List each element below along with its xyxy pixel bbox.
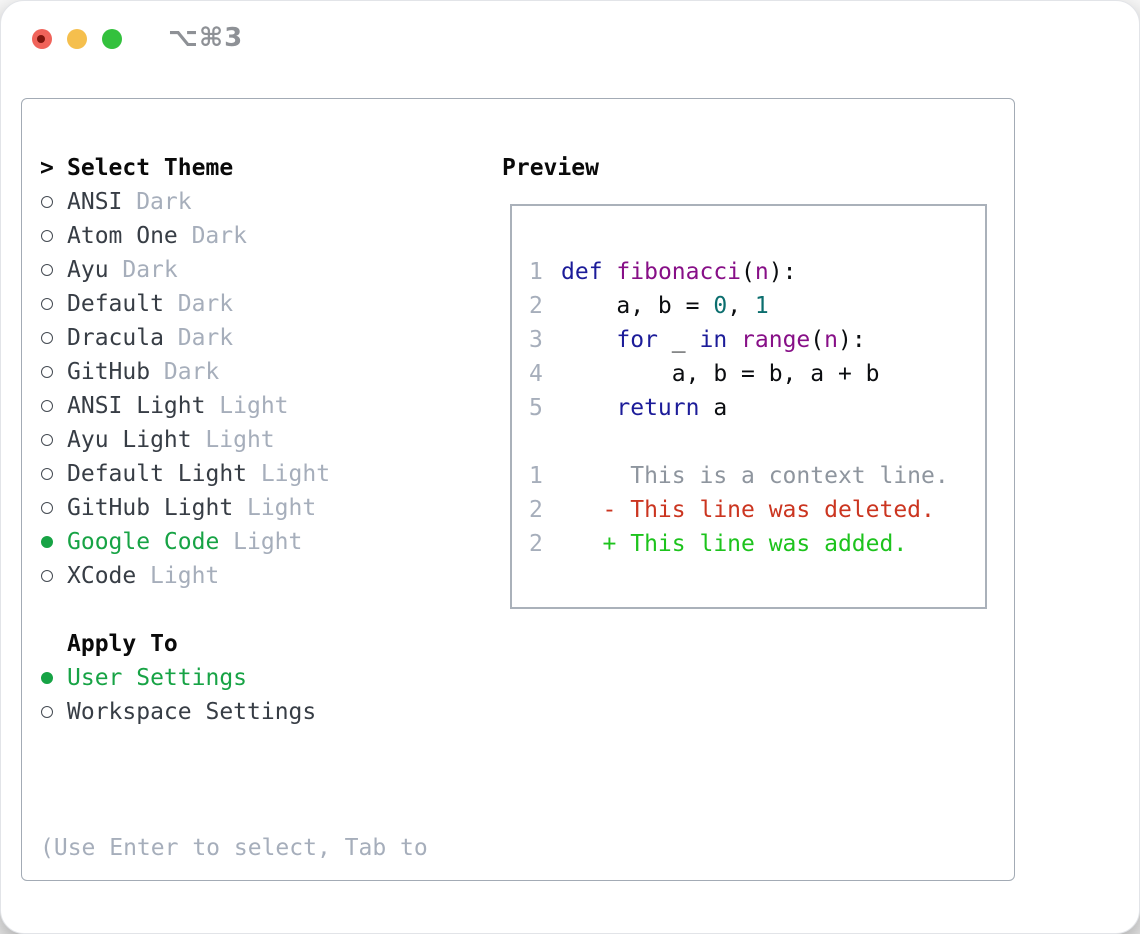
line-number: 5: [529, 395, 543, 421]
theme-variant-tag: Light: [219, 393, 289, 419]
theme-option[interactable]: GitHub Dark: [40, 355, 428, 389]
code-line: 4 a, b = b, a + b: [529, 361, 880, 387]
help-text: (Use Enter to select, Tab to change focu…: [40, 763, 428, 933]
apply-to-header: Apply To: [40, 627, 428, 661]
theme-option[interactable]: XCode Light: [40, 559, 428, 593]
line-number: 2: [529, 497, 543, 523]
theme-list-header: > Select Theme: [40, 151, 428, 185]
apply-to-title: Apply To: [67, 631, 178, 657]
theme-variant-tag: Dark: [191, 223, 247, 249]
radio-icon: [41, 196, 53, 208]
theme-variant-tag: Light: [246, 495, 317, 521]
apply-to-option[interactable]: Workspace Settings: [40, 695, 428, 729]
theme-option-label: ANSI Light: [67, 393, 206, 419]
code-line: 2 + This line was added.: [529, 531, 908, 557]
theme-option-label: Google Code: [67, 529, 220, 555]
line-number: 2: [529, 293, 543, 319]
radio-selected-icon: [41, 672, 53, 684]
spacer: [40, 593, 428, 627]
window-title: ⌥⌘3: [168, 23, 244, 53]
radio-icon: [41, 570, 53, 582]
radio-icon: [41, 264, 53, 276]
theme-variant-tag: Dark: [136, 189, 192, 215]
line-number: 4: [529, 361, 543, 387]
theme-variant-tag: Light: [205, 427, 275, 453]
code-line: 5 return a: [529, 395, 728, 421]
radio-icon: [41, 468, 53, 480]
theme-option-label: Dracula: [67, 325, 164, 351]
theme-option[interactable]: GitHub Light Light: [40, 491, 428, 525]
theme-option[interactable]: Default Dark: [40, 287, 428, 321]
zoom-button[interactable]: [102, 29, 122, 49]
theme-option[interactable]: Atom One Dark: [40, 219, 428, 253]
theme-variant-tag: Light: [150, 563, 220, 589]
spacer: [40, 729, 428, 763]
radio-icon: [41, 502, 53, 514]
theme-option-label: Default Light: [67, 461, 248, 487]
radio-icon: [41, 230, 53, 242]
theme-option[interactable]: Ayu Dark: [40, 253, 428, 287]
theme-variant-tag: Light: [233, 529, 303, 555]
close-button[interactable]: [32, 29, 52, 49]
minimize-button[interactable]: [67, 29, 87, 49]
code-line: 2 - This line was deleted.: [529, 497, 935, 523]
apply-to-option-label: User Settings: [67, 665, 248, 691]
theme-variant-tag: Light: [260, 461, 331, 487]
theme-option[interactable]: Dracula Dark: [40, 321, 428, 355]
apply-to-option-label: Workspace Settings: [67, 699, 317, 725]
theme-variant-tag: Dark: [122, 257, 178, 283]
theme-option-label: GitHub Light: [67, 495, 234, 521]
theme-option-label: Atom One: [67, 223, 178, 249]
theme-variant-tag: Dark: [177, 325, 234, 351]
radio-icon: [41, 400, 53, 412]
help-text-line1: (Use Enter to select, Tab to: [40, 835, 428, 861]
radio-icon: [41, 366, 53, 378]
line-number: 1: [529, 259, 543, 285]
theme-option-label: XCode: [67, 563, 137, 589]
theme-option-label: GitHub: [67, 359, 151, 385]
theme-option[interactable]: ANSI Light Light: [40, 389, 428, 423]
theme-list-title: Select Theme: [67, 155, 234, 181]
radio-selected-icon: [41, 536, 53, 548]
radio-icon: [41, 332, 53, 344]
radio-icon: [41, 298, 53, 310]
line-number: 1: [529, 463, 543, 489]
theme-variant-tag: Dark: [163, 359, 220, 385]
record-dot-icon: [37, 35, 45, 43]
theme-option[interactable]: Google Code Light: [40, 525, 428, 559]
code-line: [529, 425, 985, 459]
radio-icon: [41, 706, 53, 718]
focus-caret-icon: >: [40, 155, 54, 181]
theme-option[interactable]: Default Light Light: [40, 457, 428, 491]
theme-variant-tag: Dark: [177, 291, 234, 317]
line-number: 2: [529, 531, 543, 557]
titlebar: ⌥⌘3: [1, 1, 1139, 77]
theme-option[interactable]: ANSI Dark: [40, 185, 428, 219]
radio-icon: [41, 434, 53, 446]
traffic-lights: [32, 29, 122, 49]
line-number: 3: [529, 327, 543, 353]
apply-to-option[interactable]: User Settings: [40, 661, 428, 695]
theme-option[interactable]: Ayu Light Light: [40, 423, 428, 457]
code-line: 3 for _ in range(n):: [529, 327, 866, 353]
theme-option-label: ANSI: [67, 189, 123, 215]
theme-option-label: Default: [67, 291, 164, 317]
theme-option-label: Ayu: [67, 257, 109, 283]
code-line: 1 This is a context line.: [529, 463, 949, 489]
theme-option-label: Ayu Light: [67, 427, 192, 453]
preview-title: Preview: [502, 155, 599, 181]
code-line: 2 a, b = 0, 1: [529, 293, 769, 319]
